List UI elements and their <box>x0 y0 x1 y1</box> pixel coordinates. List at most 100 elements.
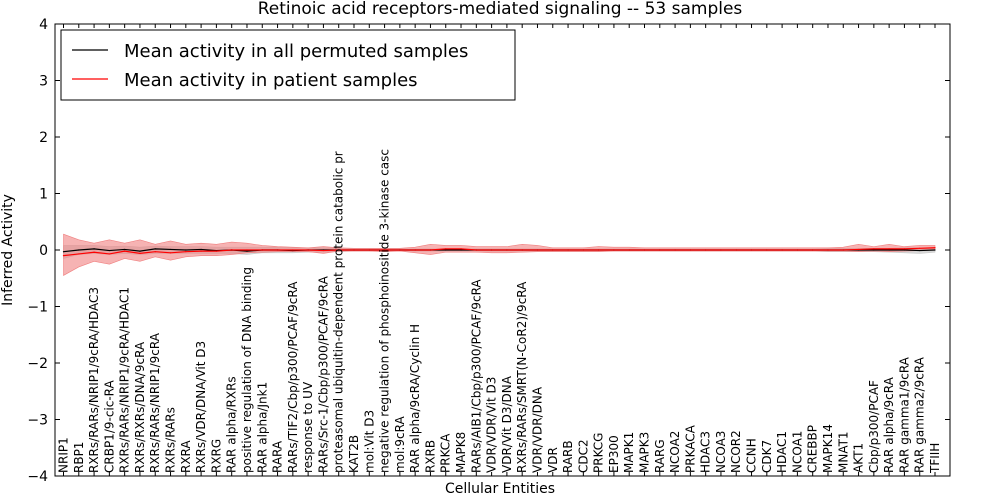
y-tick-label: −3 <box>27 413 48 429</box>
x-tick-label: mol:Vit D3 <box>362 410 376 473</box>
data-point <box>276 249 279 251</box>
data-point <box>613 249 615 251</box>
y-tick-label: −4 <box>27 469 48 485</box>
data-point <box>567 249 569 251</box>
data-point <box>582 249 584 251</box>
y-tick-label: 4 <box>39 17 48 33</box>
x-tick-label: RAR alpha/RXRs <box>225 376 239 473</box>
x-tick-label: RXRA <box>179 440 193 473</box>
data-point <box>353 249 355 251</box>
data-point <box>93 251 95 253</box>
y-tick-label: 3 <box>39 74 48 90</box>
x-tick-label: response to UV <box>301 381 315 473</box>
x-tick-label: CRBP1/9-cic-RA <box>102 379 116 473</box>
data-point <box>888 249 890 251</box>
data-point <box>857 248 860 251</box>
confidence-bands <box>63 233 936 276</box>
x-tick-label: HDAC3 <box>699 431 713 473</box>
x-tick-label: VDR/Vit D3/DNA <box>500 375 514 473</box>
data-point <box>307 249 309 251</box>
data-point <box>368 249 370 251</box>
x-tick-label: RXRG <box>209 439 223 473</box>
data-point <box>919 247 921 249</box>
data-point <box>399 249 401 251</box>
x-tick-label: RBP1 <box>72 442 86 473</box>
data-point <box>78 249 80 251</box>
data-point <box>383 249 386 251</box>
data-point <box>261 249 263 251</box>
data-point <box>781 249 783 251</box>
x-tick-label: NCOA3 <box>714 431 728 473</box>
data-point <box>154 248 156 250</box>
x-tick-label: RXRB <box>423 440 437 473</box>
x-tick-label: RAR alpha/Jnk1 <box>255 382 269 473</box>
y-tick-label: 1 <box>39 187 48 203</box>
x-tick-label: RARs/TIF2/Cbp/p300/PCAF/9cRA <box>286 281 300 473</box>
data-point <box>338 249 340 251</box>
data-point <box>93 248 95 250</box>
data-point <box>200 248 202 251</box>
y-tick-label: −1 <box>27 300 48 316</box>
data-point <box>628 249 630 251</box>
band-patient <box>63 233 936 276</box>
x-tick-label: PRKACA <box>683 424 697 473</box>
data-point <box>903 248 906 250</box>
data-point <box>903 249 906 251</box>
x-tick-label: CCNH <box>745 438 759 473</box>
data-point <box>246 249 248 251</box>
data-point <box>124 250 126 252</box>
x-tick-label: RXRs/RARs/NRIP1/9cRA/HDAC3 <box>87 287 101 473</box>
data-point <box>689 249 691 251</box>
x-tick-label: AKT1 <box>852 443 866 473</box>
plot-frame <box>54 23 951 477</box>
x-tick-label: HDAC1 <box>775 431 789 473</box>
data-point <box>705 249 707 251</box>
x-tick-label: CDC2 <box>576 439 590 473</box>
data-point <box>842 249 844 251</box>
data-point <box>139 252 141 254</box>
x-tick-label: RAR alpha/9cRA/Cyclin H <box>408 324 422 473</box>
data-point <box>827 249 829 251</box>
data-point <box>888 248 890 250</box>
data-point <box>475 249 477 251</box>
data-point <box>322 249 325 252</box>
x-tick-label: PRKCA <box>439 433 453 473</box>
data-point <box>62 255 65 257</box>
x-tick-label: NRIP1 <box>57 437 71 473</box>
data-point <box>445 249 447 251</box>
x-tick-label: RARA <box>271 440 285 473</box>
x-tick-label: MAPK1 <box>622 432 636 473</box>
x-tick-label: NCOR2 <box>729 430 743 473</box>
x-tick-label: MAPK3 <box>638 432 652 473</box>
data-point <box>598 249 600 251</box>
x-tick-label: negative regulation of phosphoinositide … <box>378 149 392 473</box>
data-point <box>139 250 141 252</box>
x-tick-label: VDR/VDR/Vit D3 <box>485 377 499 473</box>
x-tick-label: NCOA1 <box>790 431 804 473</box>
data-point <box>460 248 462 250</box>
data-point <box>674 249 676 251</box>
x-tick-label: MNAT1 <box>836 431 850 473</box>
x-tick-label: CREBBP <box>806 425 820 473</box>
data-point <box>873 249 875 251</box>
x-tick-label: Cbp/p300/PCAF <box>867 380 881 473</box>
y-tick-label: −2 <box>27 356 48 372</box>
x-tick-label: RARG <box>653 439 667 473</box>
x-tick-label: RAR alpha/9cRA <box>882 376 896 473</box>
y-tick-label: 0 <box>39 243 48 259</box>
legend-label-patient: Mean activity in patient samples <box>124 70 418 91</box>
x-tick-label: RAR gamma2/9cRA <box>913 356 927 473</box>
data-point <box>659 249 661 251</box>
data-point <box>185 251 187 253</box>
data-point <box>750 249 753 251</box>
data-point <box>934 249 936 251</box>
x-axis-label: Cellular Entities <box>445 481 555 497</box>
x-tick-label: RXRs/RARs/SMRT(N-CoR2)/9cRA <box>515 281 529 473</box>
chart-title: Retinoic acid receptors-mediated signali… <box>258 0 743 19</box>
legend: Mean activity in all permuted samples Me… <box>60 29 516 101</box>
data-point <box>460 249 462 251</box>
x-tick-label: RARs/AIB1/Cbp/p300/PCAF/9cRA <box>469 279 483 473</box>
x-tick-label: MAPK14 <box>821 424 835 473</box>
